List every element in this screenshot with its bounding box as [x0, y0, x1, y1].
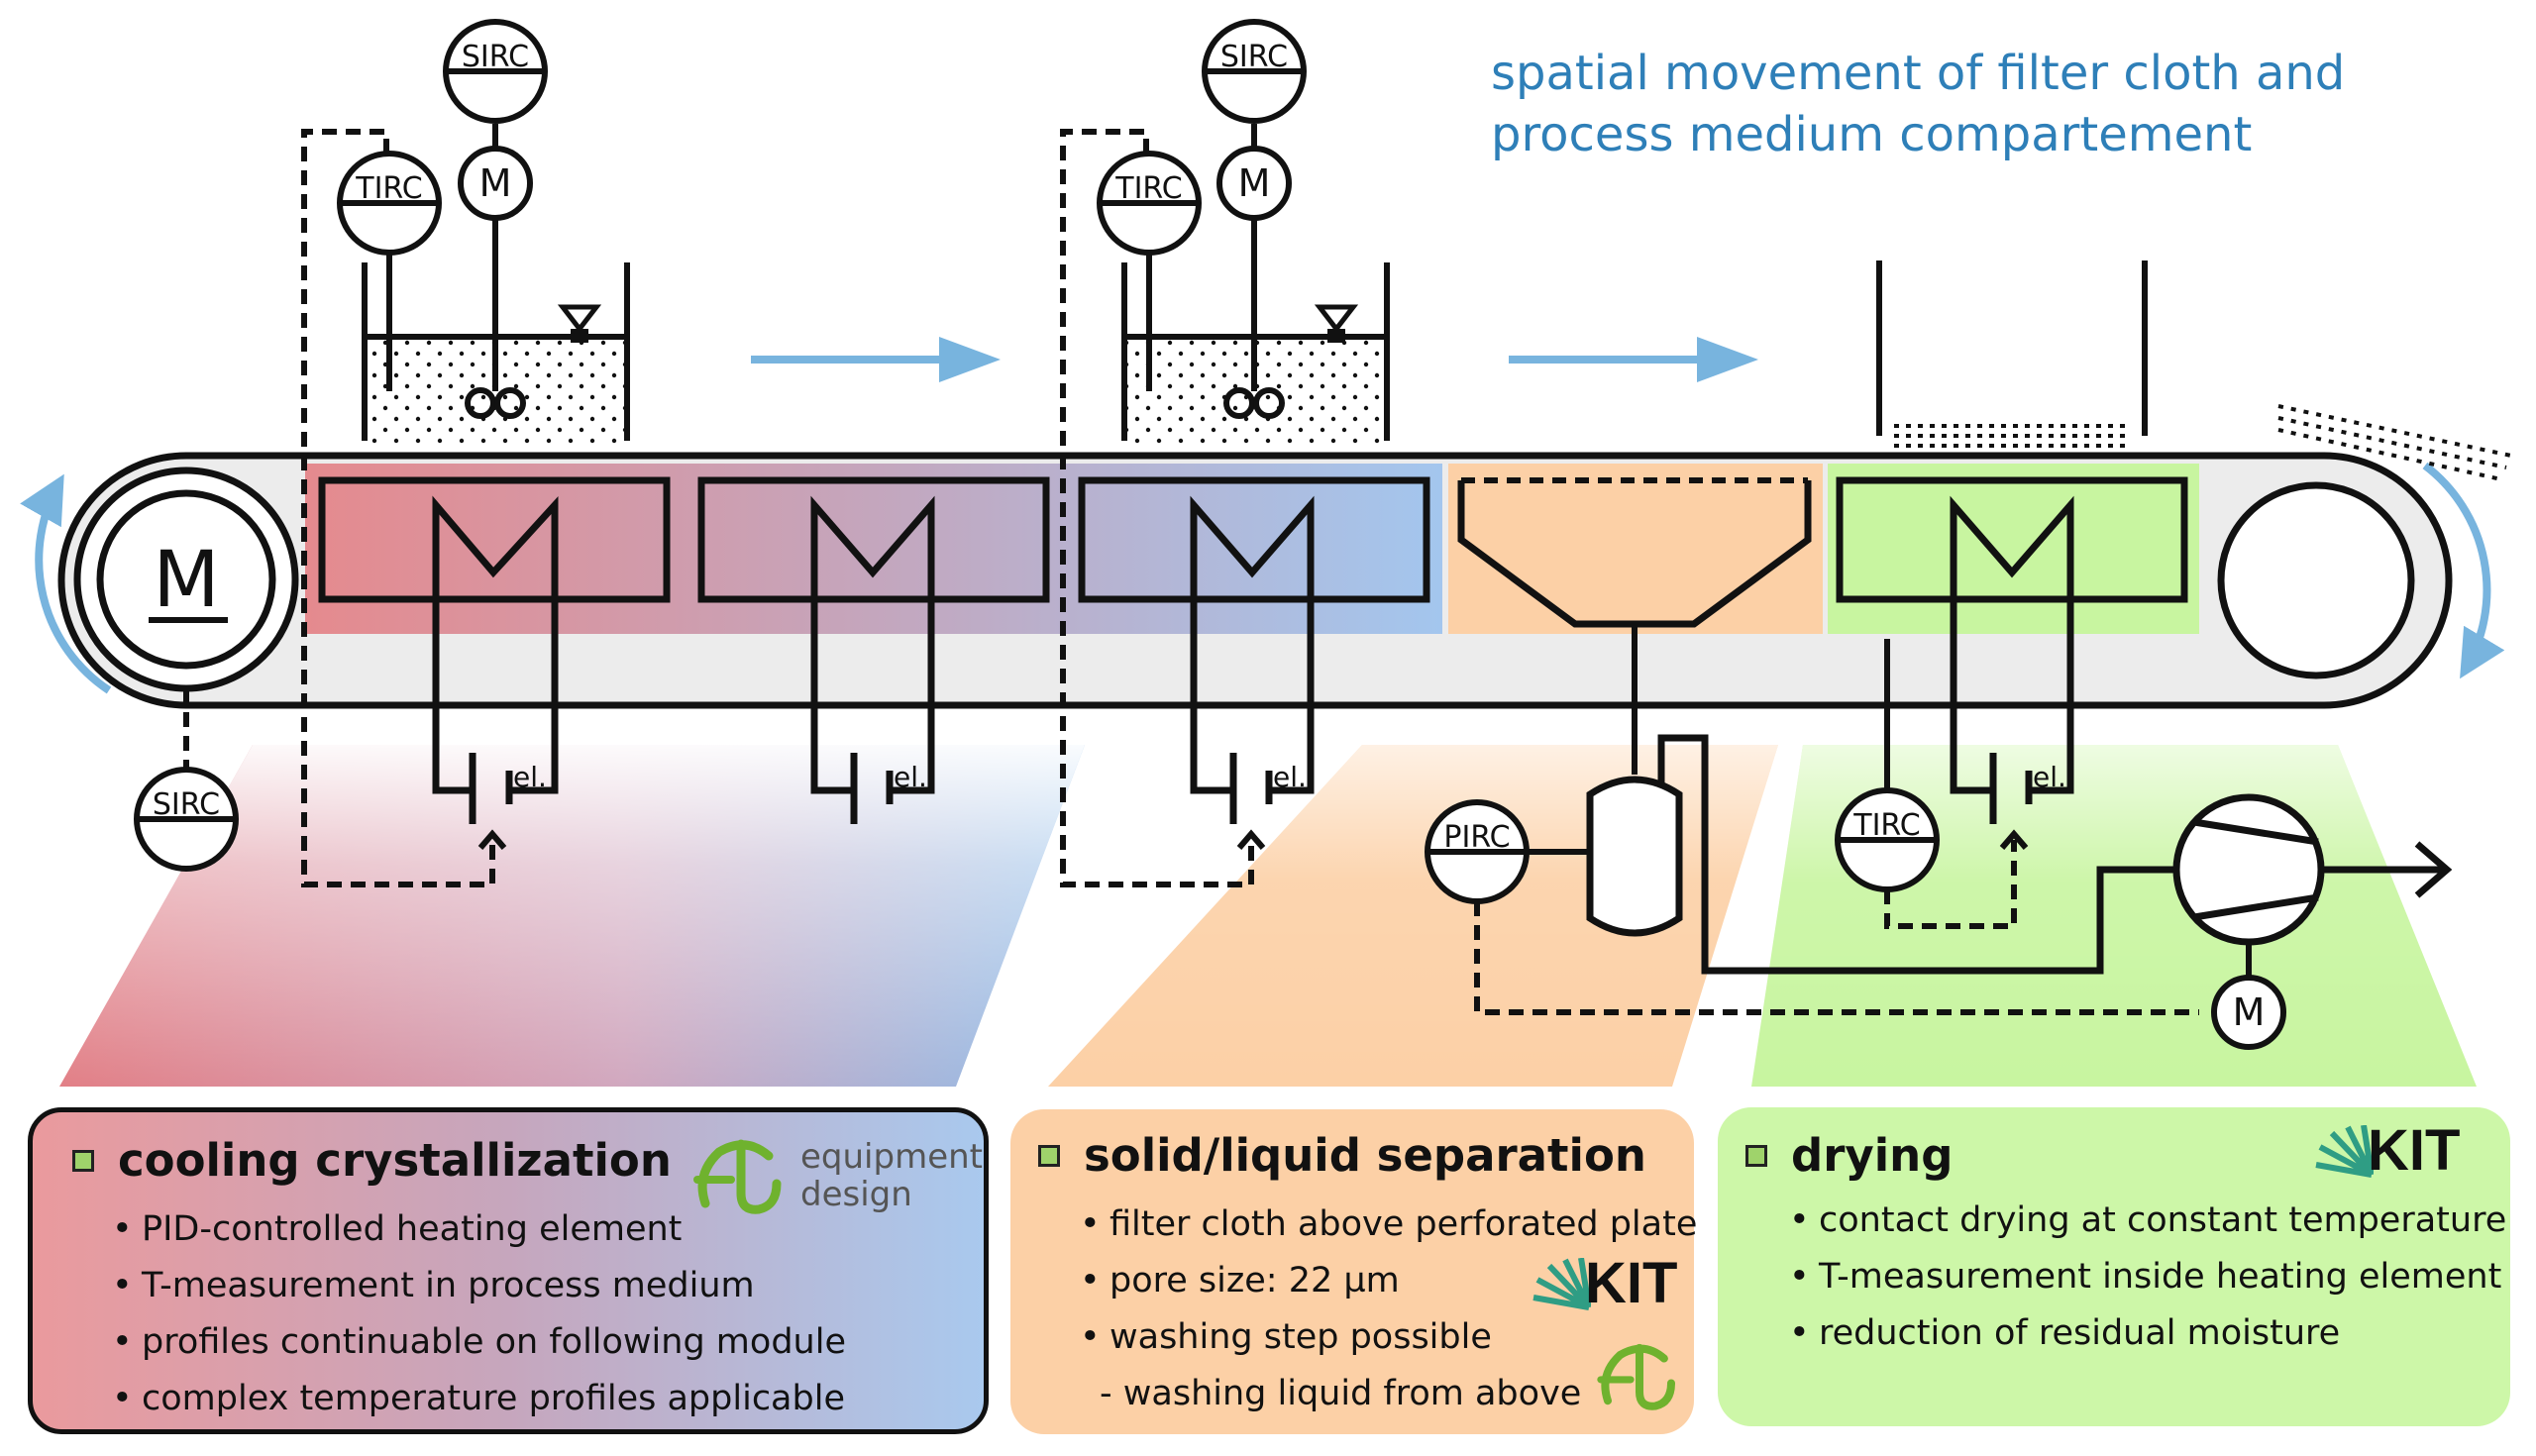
- kit-logo: KIT: [1532, 1251, 1680, 1327]
- crystallizer-vessel-2: [1121, 262, 1390, 448]
- pirc-controller: PIRC: [1425, 799, 1590, 904]
- stirrer-1: [465, 210, 526, 419]
- sirc-drive-label: SIRC: [153, 787, 220, 822]
- pirc-label: PIRC: [1443, 820, 1510, 855]
- movement-arrow-2: [1509, 337, 1758, 382]
- drive-motor-label: M: [153, 536, 219, 625]
- heating-module-1: [318, 476, 671, 639]
- sirc-1-label: SIRC: [462, 40, 529, 74]
- header-line-2: process medium compartement: [1491, 107, 2252, 162]
- filter-hopper: [1457, 477, 1812, 775]
- drying-panel: drying contact drying at constant temper…: [1718, 1107, 2510, 1426]
- drying-product-layer: [1894, 424, 2130, 448]
- control-arrow-2: [1236, 829, 1266, 850]
- filtrate-receiver: [1586, 734, 2179, 975]
- cooling-title: cooling crystallization: [118, 1134, 672, 1187]
- heating-module-3: [1078, 476, 1430, 639]
- electric-label-3: el.: [1273, 761, 1307, 793]
- separation-zone: [1448, 464, 1823, 634]
- checkbox-square-icon: [72, 1149, 94, 1172]
- cooling-crystallization-panel: cooling crystallization PID-controlled h…: [28, 1107, 989, 1434]
- drying-zone: [1828, 464, 2199, 634]
- sirc-controller-2: SIRC: [1202, 19, 1307, 124]
- motor-2-label: M: [1238, 161, 1271, 205]
- rotation-arrow-left: [20, 473, 112, 694]
- tirc-1-label: TIRC: [355, 171, 422, 206]
- solid-liquid-separation-panel: solid/liquid separation filter cloth abo…: [1010, 1109, 1697, 1434]
- tirc-2-label: TIRC: [1114, 171, 1182, 206]
- vacuum-pump: [2172, 793, 2453, 977]
- electric-label-1: el.: [513, 761, 547, 793]
- equipment-design-logo-text: equipment design: [800, 1137, 983, 1214]
- list-item: reduction of residual moisture: [1789, 1305, 2506, 1362]
- idler-roller: [2217, 481, 2415, 679]
- checkbox-square-icon: [1038, 1144, 1060, 1167]
- list-item: washing step possible: [1080, 1309, 1697, 1366]
- stirrer-2: [1223, 210, 1285, 419]
- separation-title-row: solid/liquid separation: [1038, 1129, 1646, 1182]
- kit-logo: KIT: [2314, 1118, 2463, 1195]
- sirc-controller-drive: SIRC: [134, 767, 239, 872]
- tirc-controller-2: TIRC: [1097, 151, 1202, 391]
- list-item: filter cloth above perforated plate: [1080, 1196, 1697, 1253]
- cooling-trapezoid: [59, 745, 1085, 1087]
- list-item: pore size: 22 µm: [1080, 1253, 1697, 1309]
- control-signal-3: [1884, 840, 2017, 929]
- kit-logo-text: KIT: [1585, 1251, 1678, 1315]
- electric-label-4: el.: [2033, 761, 2066, 793]
- heater-circuit-2: [810, 639, 935, 824]
- cooling-title-row: cooling crystallization: [72, 1134, 672, 1187]
- list-item: profiles continuable on following module: [112, 1314, 846, 1371]
- list-item: T-measurement in process medium: [112, 1258, 846, 1314]
- drive-roller: [73, 467, 299, 692]
- control-arrow-3: [1999, 829, 2029, 850]
- pump-motor: M: [2211, 975, 2286, 1050]
- kit-logo-icon: [2315, 1125, 2374, 1178]
- checkbox-square-icon: [1745, 1144, 1767, 1167]
- cooling-zone: [305, 464, 1442, 634]
- list-item: PID-controlled heating element: [112, 1201, 846, 1258]
- motor-1-label: M: [479, 161, 512, 205]
- drying-list: contact drying at constant temperature T…: [1789, 1193, 2506, 1362]
- pressure-control-signal: [1474, 901, 2199, 1015]
- tirc-3-label: TIRC: [1852, 808, 1920, 843]
- equipment-design-small-logo: [1597, 1343, 1675, 1410]
- tirc-controller-1: TIRC: [337, 151, 442, 391]
- motor-1: M: [458, 124, 533, 221]
- sirc-2-label: SIRC: [1220, 40, 1288, 74]
- equipment-design-logo-icon: [693, 1139, 782, 1214]
- heater-circuit-3: [1190, 639, 1315, 824]
- sirc-controller-1: SIRC: [443, 19, 548, 124]
- drive-motor-symbol: M: [149, 536, 228, 625]
- separation-title: solid/liquid separation: [1084, 1129, 1646, 1182]
- kit-logo-text: KIT: [2368, 1118, 2461, 1183]
- drying-title-row: drying: [1745, 1129, 1953, 1182]
- tirc-controller-3: TIRC: [1835, 639, 1940, 892]
- list-item: T-measurement inside heating element: [1789, 1249, 2506, 1305]
- electric-label-2: el.: [894, 761, 927, 793]
- discharged-product: [2277, 404, 2512, 481]
- drying-walls: [1876, 260, 2148, 436]
- heating-module-4: [1836, 476, 2188, 639]
- equipment-design-logo: equipment design: [691, 1134, 983, 1223]
- heating-module-2: [697, 476, 1050, 639]
- control-signal-2: [1060, 129, 1254, 887]
- control-signal-1: [301, 129, 495, 887]
- motor-2: M: [1216, 124, 1292, 221]
- heater-circuit-1: [432, 639, 559, 824]
- kit-logo-icon: [1532, 1258, 1591, 1310]
- control-arrow-1: [477, 829, 507, 850]
- separation-list: filter cloth above perforated plate pore…: [1080, 1196, 1697, 1422]
- rotation-arrow-right: [2422, 462, 2505, 679]
- movement-arrow-1: [751, 337, 1001, 382]
- list-item: contact drying at constant temperature: [1789, 1193, 2506, 1249]
- pump-motor-label: M: [2233, 990, 2266, 1034]
- cooling-list: PID-controlled heating element T-measure…: [112, 1201, 846, 1427]
- list-item: complex temperature profiles applicable: [112, 1371, 846, 1427]
- heater-circuit-4: [1950, 639, 2074, 824]
- header-line-1: spatial movement of filter cloth and: [1491, 46, 2345, 101]
- drying-title: drying: [1791, 1129, 1954, 1182]
- list-subitem: - washing liquid from above: [1100, 1374, 1582, 1413]
